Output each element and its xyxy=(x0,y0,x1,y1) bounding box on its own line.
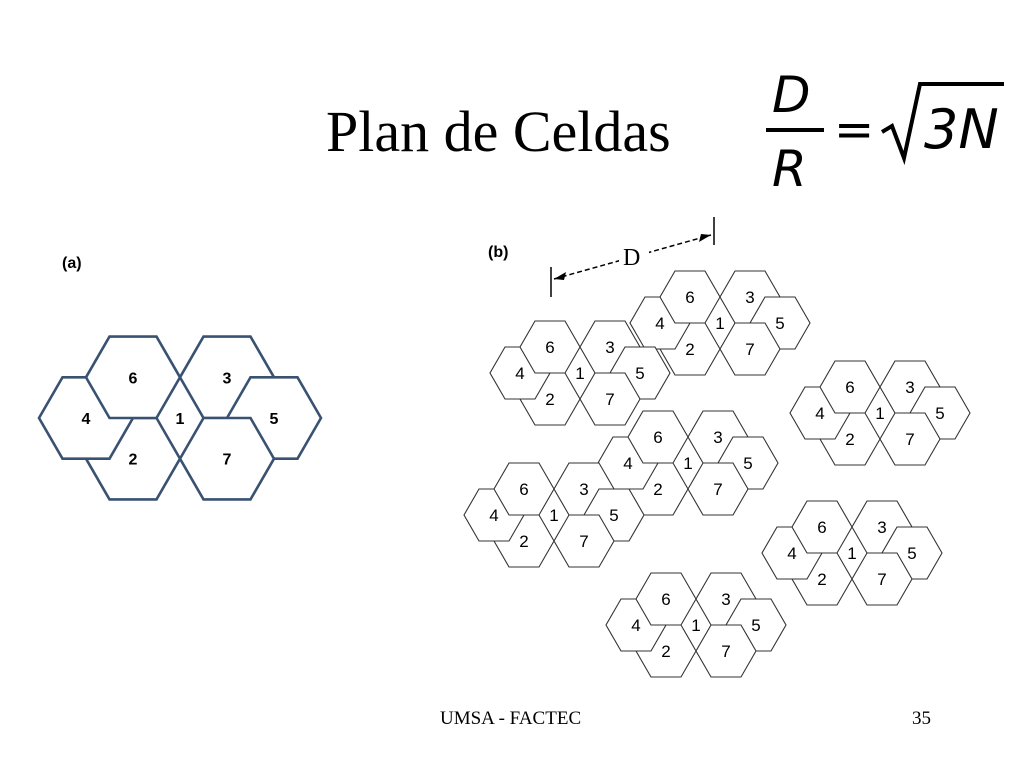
hex-cell-label-2: 2 xyxy=(129,452,138,469)
hex-cell-label-2: 2 xyxy=(845,430,854,449)
cluster-4: 1 2 3 4 5 6 7 xyxy=(597,410,779,516)
cluster-a: 1 2 3 4 5 6 7 xyxy=(37,335,323,501)
hex-cell-label-3: 3 xyxy=(905,378,914,397)
hex-cell-label-5: 5 xyxy=(935,404,944,423)
hex-cell-label-7: 7 xyxy=(877,570,886,589)
distance-marker: D xyxy=(550,217,715,297)
hex-cell-label-5: 5 xyxy=(775,314,784,333)
hex-cell-7 xyxy=(178,416,276,501)
hex-cell-7 xyxy=(553,514,615,568)
hex-cell-label-7: 7 xyxy=(745,340,754,359)
hex-cell-label-5: 5 xyxy=(743,454,752,473)
figure-a-seven-cell-cluster: (a) 1 2 3 4 5 6 7 xyxy=(37,255,323,501)
hex-cell-7 xyxy=(719,322,781,376)
cluster-6: 1 2 3 4 5 6 7 xyxy=(463,462,645,568)
hex-cell-label-6: 6 xyxy=(653,428,662,447)
hex-cell-6 xyxy=(791,500,853,554)
cluster-3: 1 2 3 4 5 6 7 xyxy=(789,360,971,466)
distance-label: D xyxy=(623,245,640,271)
hex-cell-label-6: 6 xyxy=(519,480,528,499)
cluster-2: 1 2 3 4 5 6 7 xyxy=(489,320,671,426)
formula-equals: = xyxy=(834,102,874,158)
distance-arrowhead-left xyxy=(554,272,566,280)
hex-cell-label-4: 4 xyxy=(631,616,640,635)
formula-denominator: R xyxy=(772,140,807,198)
hex-cell-label-1: 1 xyxy=(715,314,724,333)
hex-cell-label-7: 7 xyxy=(721,642,730,661)
sqrt-sign xyxy=(880,82,1004,166)
hex-cell-label-5: 5 xyxy=(270,411,279,428)
hex-cell-label-7: 7 xyxy=(579,532,588,551)
hex-cell-label-7: 7 xyxy=(713,480,722,499)
formula-d-over-r: D R = 3N xyxy=(766,66,1004,198)
hex-cell-label-2: 2 xyxy=(685,340,694,359)
hex-cell-label-4: 4 xyxy=(623,454,632,473)
hex-cell-label-3: 3 xyxy=(713,428,722,447)
hex-cell-label-2: 2 xyxy=(653,480,662,499)
page-number: 35 xyxy=(912,708,931,729)
hex-cell-6 xyxy=(819,360,881,414)
hex-cell-label-4: 4 xyxy=(815,404,824,423)
hex-cell-6 xyxy=(493,462,555,516)
hex-cell-label-2: 2 xyxy=(519,532,528,551)
hex-cell-label-1: 1 xyxy=(683,454,692,473)
hex-cell-label-5: 5 xyxy=(907,544,916,563)
hex-cell-7 xyxy=(879,412,941,466)
hex-cell-label-6: 6 xyxy=(129,370,138,387)
hex-cell-label-4: 4 xyxy=(787,544,796,563)
hex-cell-label-4: 4 xyxy=(489,506,498,525)
hex-cell-label-6: 6 xyxy=(545,338,554,357)
hex-cell-label-5: 5 xyxy=(609,506,618,525)
hex-cell-label-3: 3 xyxy=(223,370,232,387)
hex-cell-label-5: 5 xyxy=(635,364,644,383)
hex-cell-label-4: 4 xyxy=(515,364,524,383)
hex-cell-6 xyxy=(519,320,581,374)
hex-cell-label-3: 3 xyxy=(579,480,588,499)
hex-cell-label-1: 1 xyxy=(691,616,700,635)
hex-cell-label-2: 2 xyxy=(545,390,554,409)
hex-cell-label-7: 7 xyxy=(223,452,232,469)
distance-arrowhead-right xyxy=(699,234,711,242)
hex-cell-label-6: 6 xyxy=(817,518,826,537)
formula-numerator: D xyxy=(772,66,811,124)
hex-cell-label-2: 2 xyxy=(661,642,670,661)
hex-cell-6 xyxy=(84,335,182,420)
hex-cell-label-3: 3 xyxy=(877,518,886,537)
hex-cell-label-3: 3 xyxy=(721,590,730,609)
cluster-5: 1 2 3 4 5 6 7 xyxy=(761,500,943,606)
hex-cell-label-1: 1 xyxy=(575,364,584,383)
hex-cell-label-1: 1 xyxy=(847,544,856,563)
hex-cell-6 xyxy=(627,410,689,464)
slide-title: Plan de Celdas xyxy=(326,99,671,164)
hex-cell-label-7: 7 xyxy=(605,390,614,409)
hex-cell-7 xyxy=(687,462,749,516)
hex-cell-label-1: 1 xyxy=(176,411,185,428)
cluster-1: 1 2 3 4 5 6 7 xyxy=(629,270,811,376)
hex-cell-label-6: 6 xyxy=(661,590,670,609)
footer-institution: UMSA - FACTEC xyxy=(440,708,582,729)
hex-cell-7 xyxy=(579,372,641,426)
hex-cell-6 xyxy=(635,572,697,626)
figure-b-label: (b) xyxy=(488,244,508,261)
figure-b-clusters: 1 2 3 4 5 6 7 1 2 3 4 5 6 7 1 2 3 4 5 6 7 1 2 3 4 5 6 7 1 2 3 4 5 6 7 1 2 3 4 5… xyxy=(463,270,971,678)
hex-cell-label-1: 1 xyxy=(875,404,884,423)
hex-cell-label-5: 5 xyxy=(751,616,760,635)
hex-cell-label-7: 7 xyxy=(905,430,914,449)
figure-b-reuse-pattern: (b) D 1 2 3 4 5 6 7 1 2 3 4 5 6 7 1 2 3 4 5 6 7 1 2 3 4 5 6 7 1 2 3 4 5 6… xyxy=(463,217,971,678)
cluster-7: 1 2 3 4 5 6 7 xyxy=(605,572,787,678)
hex-cell-label-4: 4 xyxy=(655,314,664,333)
hex-cell-label-4: 4 xyxy=(82,411,91,428)
hex-cell-label-3: 3 xyxy=(745,288,754,307)
hex-cell-7 xyxy=(695,624,757,678)
hex-cell-label-2: 2 xyxy=(817,570,826,589)
hex-cell-7 xyxy=(851,552,913,606)
figure-a-label: (a) xyxy=(62,255,82,272)
hex-cell-6 xyxy=(659,270,721,324)
formula-radicand: 3N xyxy=(924,98,999,161)
hex-cell-label-6: 6 xyxy=(845,378,854,397)
figure-a-cells: 1 2 3 4 5 6 7 xyxy=(37,335,323,501)
hex-cell-label-3: 3 xyxy=(605,338,614,357)
hex-cell-label-1: 1 xyxy=(549,506,558,525)
hex-cell-label-6: 6 xyxy=(685,288,694,307)
